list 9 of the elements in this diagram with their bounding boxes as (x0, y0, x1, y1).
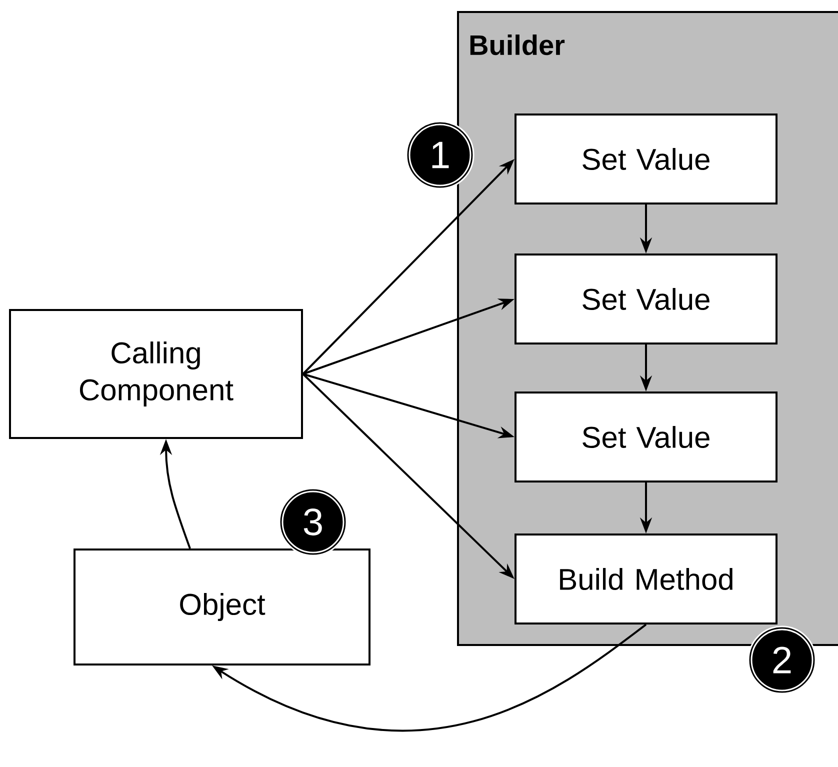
process-box: Set Value (514, 114, 778, 204)
callout-number: 3 (278, 488, 348, 556)
process-box: Object (74, 548, 370, 666)
process-box: Set Value (514, 392, 778, 482)
process-box: Build Method (514, 534, 778, 624)
process-box: Set Value (514, 254, 778, 344)
process-box: Calling Component (9, 309, 303, 439)
callout-number: 1 (406, 120, 474, 190)
callout-number: 2 (748, 626, 816, 694)
